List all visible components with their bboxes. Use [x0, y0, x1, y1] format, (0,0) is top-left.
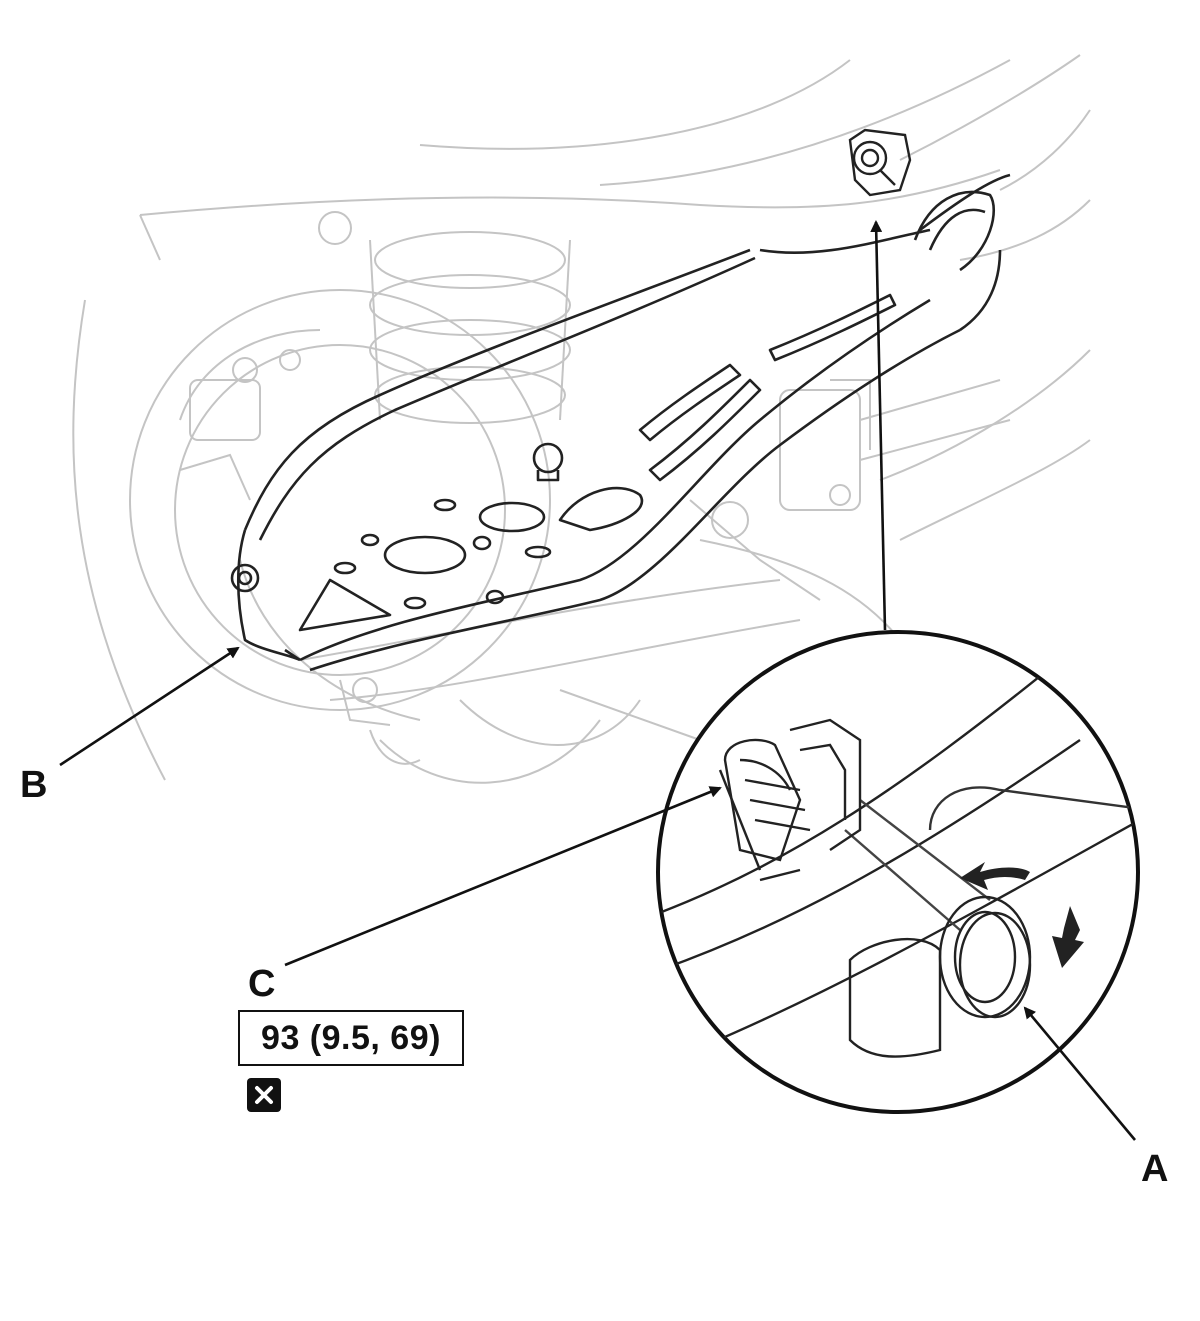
- detail-view: [656, 630, 1140, 1114]
- trailing-arm: [230, 173, 1011, 672]
- torque-spec-box: 93 (9.5, 69): [238, 1010, 464, 1066]
- rotation-arrows-icon: [960, 862, 1084, 968]
- replace-part-x-icon: [247, 1078, 281, 1112]
- leader-line-b: [59, 646, 240, 767]
- leader-lines: [59, 220, 1136, 1141]
- callout-label-c: C: [248, 963, 276, 1005]
- top-mount-bolt: [848, 128, 912, 197]
- leader-line-a: [1023, 1006, 1136, 1141]
- callout-label-a: A: [1141, 1148, 1169, 1190]
- leader-line-c: [284, 786, 722, 967]
- leader-line-top-bolt: [870, 220, 887, 631]
- callout-label-b: B: [20, 764, 48, 806]
- background-chassis: [72, 54, 1091, 784]
- torque-spec-text: 93 (9.5, 69): [261, 1018, 441, 1057]
